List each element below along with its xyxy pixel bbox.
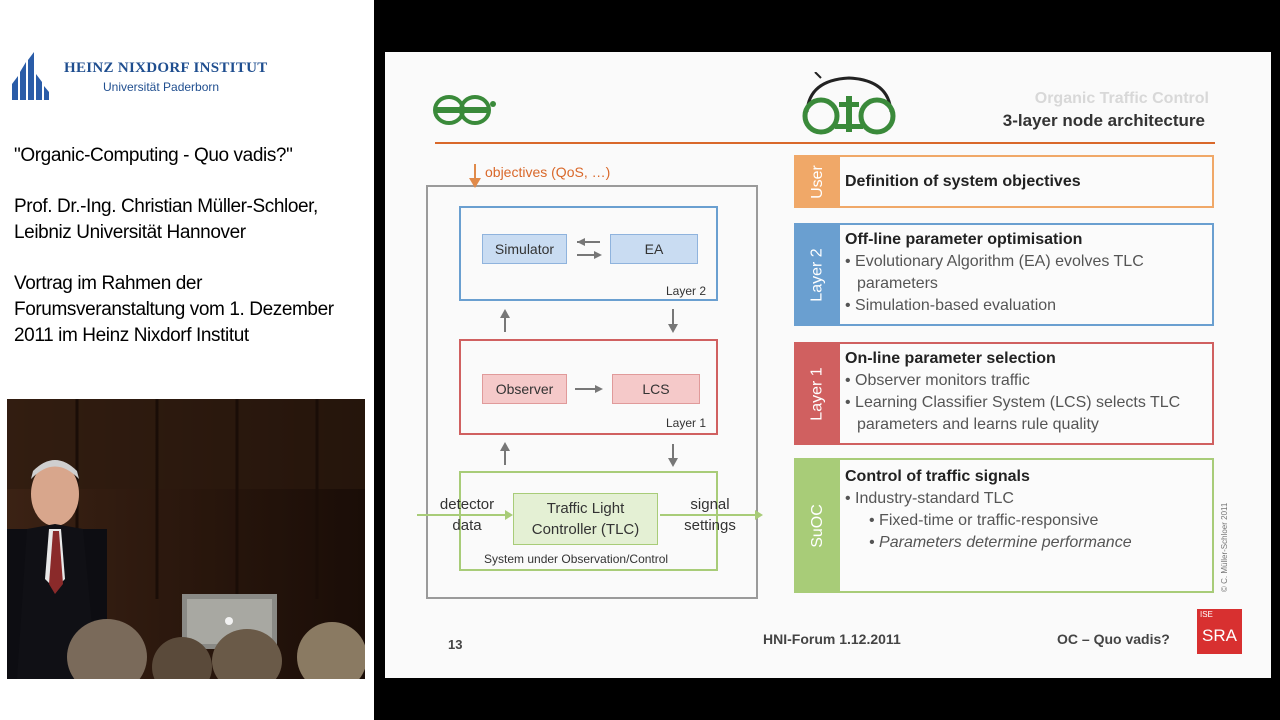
header-divider [435, 142, 1215, 144]
sra-logo-icon: ISE SRA [1197, 609, 1242, 654]
layer-1-bullet: • Observer monitors traffic [845, 372, 1030, 389]
layer2-diagram-label: Layer 2 [666, 284, 707, 298]
signal-settings-label: signal settings [684, 496, 736, 534]
layer-suoc: SuOC Control of traffic signals • Indust… [794, 458, 1214, 593]
objectives-label: objectives (QoS, …) [485, 164, 611, 180]
layer-suoc-title: Control of traffic signals [845, 468, 1030, 485]
institute-logo-icon [12, 52, 49, 100]
layer-suoc-side: SuOC [796, 460, 840, 591]
layer-suoc-bullet: • Fixed-time or traffic-responsive [869, 512, 1099, 529]
talk-title: "Organic-Computing - Quo vadis?" [14, 145, 293, 166]
layer-2-bullet: • Simulation-based evaluation [845, 297, 1057, 314]
layer-1-bullet: • Learning Classifier System (LCS) selec… [845, 394, 1181, 433]
layer-suoc-bullet: • Industry-standard TLC [845, 490, 1014, 507]
architecture-diagram [417, 164, 763, 599]
layer-2-side: Layer 2 [796, 225, 840, 324]
otc-logo-icon [802, 72, 896, 135]
institute-subtitle: Universität Paderborn [103, 80, 220, 94]
layer-user-title: Definition of system objectives [845, 173, 1081, 190]
lcs-node: LCS [612, 374, 700, 404]
institute-name: HEINZ NIXDORF INSTITUT [64, 60, 268, 76]
presentation-slide: Organic Traffic Control 3-layer node arc… [385, 52, 1271, 678]
ea-node: EA [610, 234, 698, 264]
layer-user-side: User [796, 157, 840, 206]
tlc-node: Traffic Light Controller (TLC) [513, 493, 658, 545]
observer-node: Observer [482, 374, 567, 404]
simulator-node: Simulator [482, 234, 567, 264]
video-frame [7, 399, 365, 679]
detector-data-label: detector data [439, 496, 495, 534]
event-info: Vortrag im Rahmen der Forumsveranstaltun… [14, 273, 334, 346]
layer-1: Layer 1 On-line parameter selection • Ob… [794, 342, 1214, 445]
layer-2: Layer 2 Off-line parameter optimisation … [794, 223, 1214, 326]
slide-page-number: 13 [448, 637, 463, 652]
speaker-video[interactable] [7, 399, 365, 679]
slide-header-subtitle: 3-layer node architecture [1002, 111, 1205, 130]
speaker-info: Prof. Dr.-Ing. Christian Müller-Schloer,… [14, 196, 318, 243]
layer1-diagram-label: Layer 1 [666, 416, 707, 430]
suoc-diagram-label: System under Observation/Control [484, 552, 669, 566]
layer-suoc-bullet: • Parameters determine performance [869, 534, 1132, 551]
layer-user: User Definition of system objectives [794, 155, 1214, 208]
slide-footer-center: HNI-Forum 1.12.2011 [763, 631, 901, 647]
info-panel: HEINZ NIXDORF INSTITUT Universität Pader… [0, 0, 374, 720]
oc-logo-icon [433, 95, 496, 125]
slide-footer-right: OC – Quo vadis? [1057, 631, 1170, 647]
layer-2-title: Off-line parameter optimisation [845, 231, 1083, 248]
slide-header-title: Organic Traffic Control [1034, 90, 1209, 107]
layer-1-side: Layer 1 [796, 344, 840, 443]
copyright-note: © C. Müller-Schloer 2011 [1220, 502, 1229, 592]
layer-1-title: On-line parameter selection [845, 350, 1056, 367]
layer-2-bullet: • Evolutionary Algorithm (EA) evolves TL… [845, 253, 1144, 292]
